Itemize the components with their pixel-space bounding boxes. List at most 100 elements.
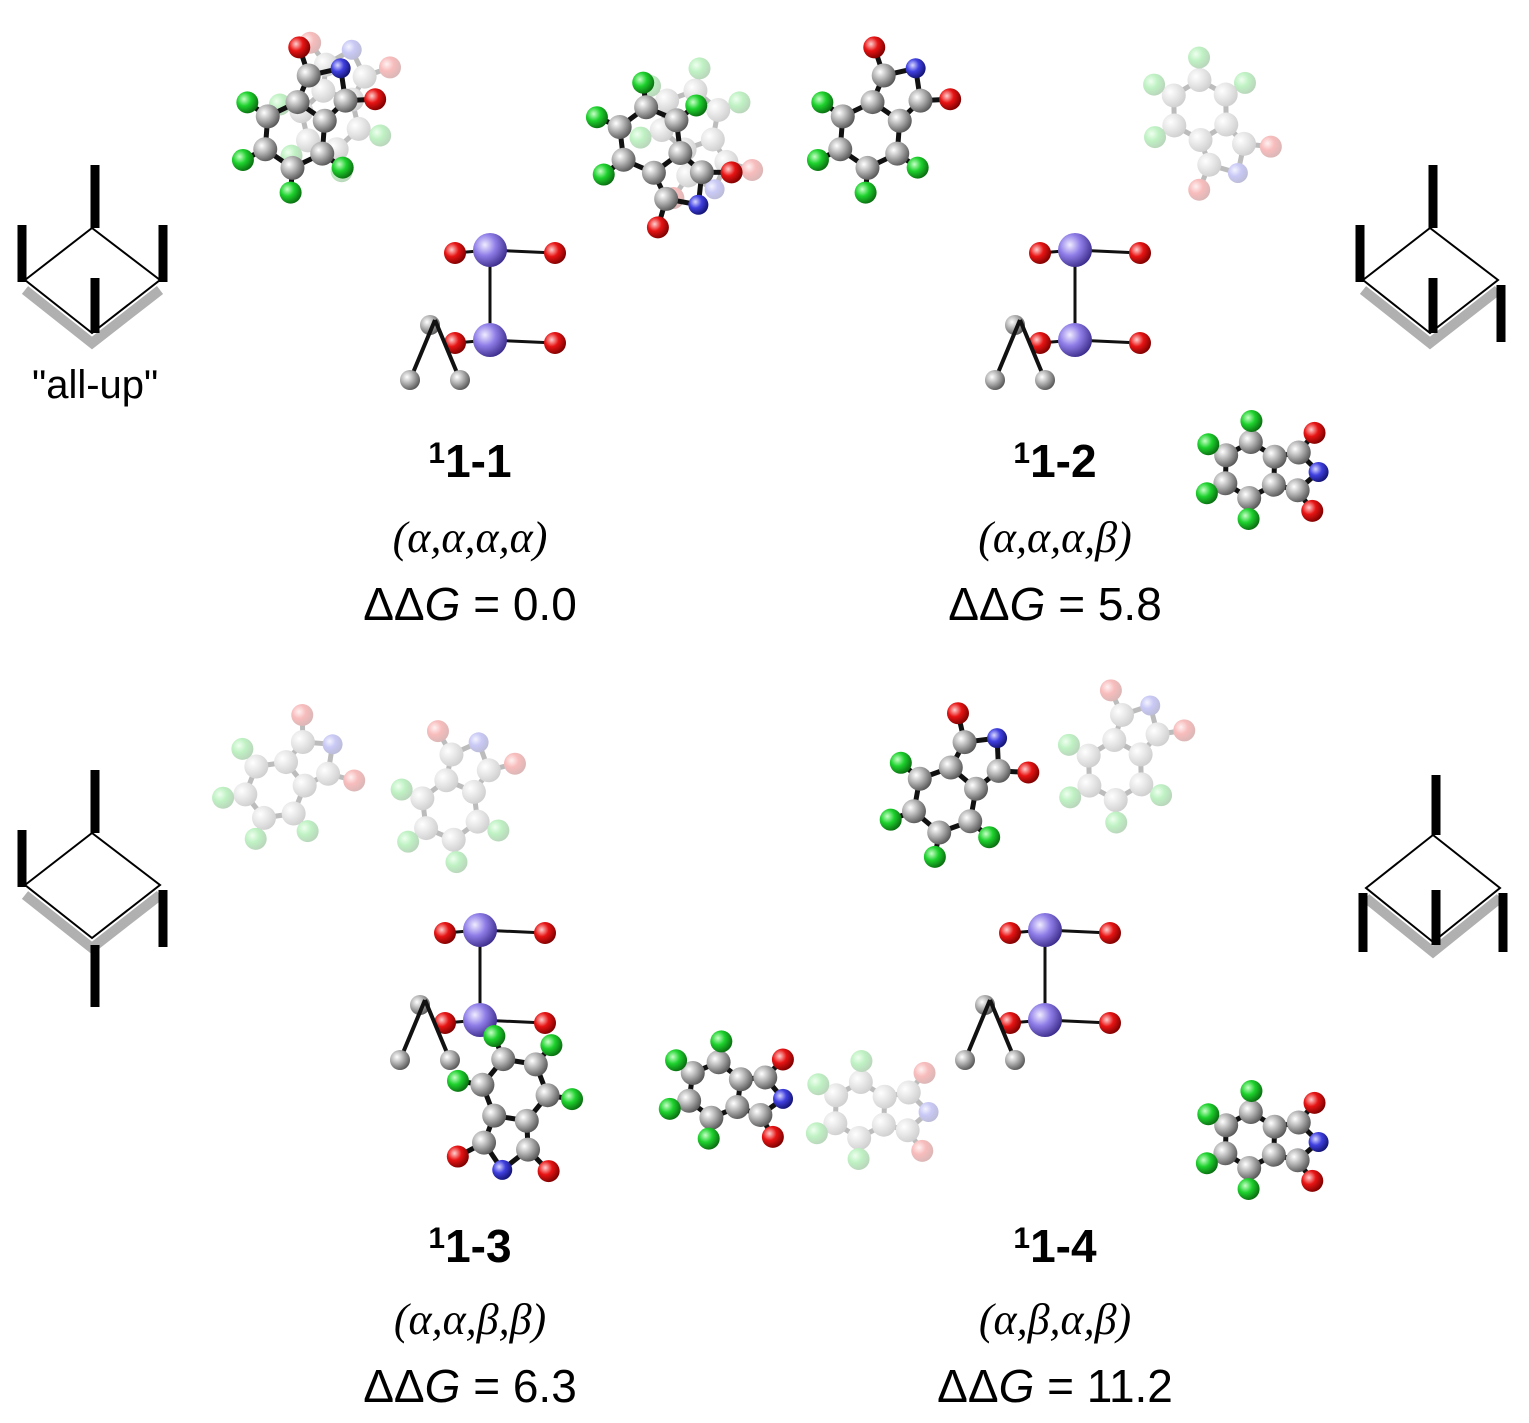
- oxygen-atom: [939, 88, 962, 111]
- nitrogen-atom: [1308, 1132, 1329, 1153]
- carbon-atom: [611, 147, 636, 172]
- carbon-atom: [1262, 1114, 1287, 1139]
- carbon-atom: [830, 104, 855, 129]
- oxygen-atom: [1301, 1169, 1324, 1192]
- carbon-atom: [706, 97, 731, 122]
- carbon-atom: [1213, 82, 1238, 107]
- oxygen-atom: [741, 159, 764, 182]
- ddg-prefix: ΔΔ: [363, 578, 425, 630]
- oxygen-atom: [1029, 242, 1051, 264]
- carbon-atom: [1005, 1050, 1025, 1070]
- molecule-model-1-1: [231, 31, 764, 390]
- carbon-atom: [311, 78, 336, 103]
- front-ligand: [231, 36, 387, 204]
- carbon-atom: [885, 141, 910, 166]
- nitrogen-atom: [341, 39, 362, 60]
- paddlewheel-core: [400, 233, 566, 390]
- oxygen-atom: [288, 36, 311, 59]
- carbon-atom: [655, 88, 680, 113]
- chlorine-atom: [710, 1030, 733, 1053]
- metal-atom: [1058, 233, 1092, 267]
- carbon-atom: [958, 809, 983, 834]
- alkyl-group: [400, 315, 470, 390]
- carbon-atom: [871, 63, 896, 88]
- carbon-atom: [728, 1067, 753, 1092]
- nitrogen-atom: [468, 732, 489, 753]
- chlorine-atom: [1233, 71, 1256, 94]
- alkyl-group: [955, 995, 1025, 1070]
- carbon-atom: [1145, 722, 1170, 747]
- chlorine-atom: [879, 808, 902, 831]
- carbon-atom: [927, 820, 952, 845]
- chlorine-atom: [665, 1049, 688, 1072]
- oxygen-atom: [913, 1061, 936, 1084]
- molecule-model-1-3: [212, 704, 794, 1183]
- molecule-model-1-4: [805, 679, 1329, 1200]
- nitrogen-atom: [1308, 462, 1329, 483]
- metal-atom: [473, 233, 507, 267]
- carbon-atom: [1231, 131, 1256, 156]
- carbon-atom: [748, 1102, 773, 1127]
- oxygen-atom: [434, 922, 456, 944]
- carbon-atom: [461, 779, 486, 804]
- chlorine-atom: [1240, 1080, 1263, 1103]
- chlorine-atom: [483, 1025, 506, 1048]
- ddg-prefix: ΔΔ: [937, 1360, 999, 1412]
- carbon-atom: [895, 1118, 920, 1143]
- alkyl-group: [390, 995, 460, 1070]
- chlorine-atom: [629, 126, 652, 149]
- carbon-atom: [680, 1060, 705, 1085]
- carbon-atom: [296, 63, 321, 88]
- chlorine-atom: [811, 91, 834, 114]
- carbon-atom: [450, 370, 470, 390]
- carbon-atom: [1237, 485, 1262, 510]
- ddg-value: = 6.3: [473, 1360, 577, 1412]
- carbon-atom: [1286, 440, 1311, 465]
- carbon-atom: [281, 801, 306, 826]
- chlorine-atom: [397, 830, 420, 853]
- oxygen-atom: [534, 922, 556, 944]
- carbon-atom: [434, 768, 459, 793]
- carbon-atom: [677, 1088, 702, 1113]
- carbon-atom: [641, 160, 666, 185]
- carbon-atom: [1286, 1110, 1311, 1135]
- ddg-value: = 5.8: [1058, 578, 1162, 630]
- carbon-atom: [390, 1050, 410, 1070]
- conformer-name-3: 11-3: [370, 1213, 570, 1272]
- carbon-atom: [1077, 773, 1102, 798]
- chlorine-atom: [279, 181, 302, 204]
- carbon-atom: [292, 773, 317, 798]
- oxygen-atom: [946, 702, 969, 725]
- oxygen-atom: [1303, 421, 1326, 444]
- front-ligand: [658, 1030, 794, 1150]
- oxygen-atom: [364, 88, 387, 111]
- chlorine-atom: [854, 181, 877, 204]
- chlorine-atom: [487, 819, 510, 842]
- carbon-atom: [280, 155, 305, 180]
- carbon-atom: [896, 1080, 921, 1105]
- carbon-atom: [871, 1112, 896, 1137]
- back-ligand: [212, 704, 366, 850]
- chlorine-atom: [1237, 507, 1260, 530]
- carbon-atom: [1237, 1155, 1262, 1180]
- chlorine-atom: [658, 1097, 681, 1120]
- oxygen-atom: [761, 1125, 784, 1148]
- ddg-prefix: ΔΔ: [363, 1360, 425, 1412]
- nitrogen-atom: [987, 728, 1008, 749]
- carbon-atom: [1238, 430, 1263, 455]
- chlorine-atom: [1059, 786, 1082, 809]
- chlorine-atom: [906, 156, 929, 179]
- back-ligand: [1143, 46, 1282, 201]
- carbon-atom: [482, 1103, 507, 1128]
- oxygen-atom: [1099, 1012, 1121, 1034]
- carbon-atom: [1188, 127, 1213, 152]
- chlorine-atom: [1195, 482, 1218, 505]
- carbon-atom: [274, 750, 299, 775]
- carbon-atom: [938, 755, 963, 780]
- nitrogen-atom: [330, 58, 351, 79]
- carbon-atom: [1262, 444, 1287, 469]
- conformer-name-1: 11-1: [370, 428, 570, 487]
- carbon-atom: [689, 160, 714, 185]
- carbon-atom: [1128, 742, 1153, 767]
- carbon-atom: [824, 1083, 849, 1108]
